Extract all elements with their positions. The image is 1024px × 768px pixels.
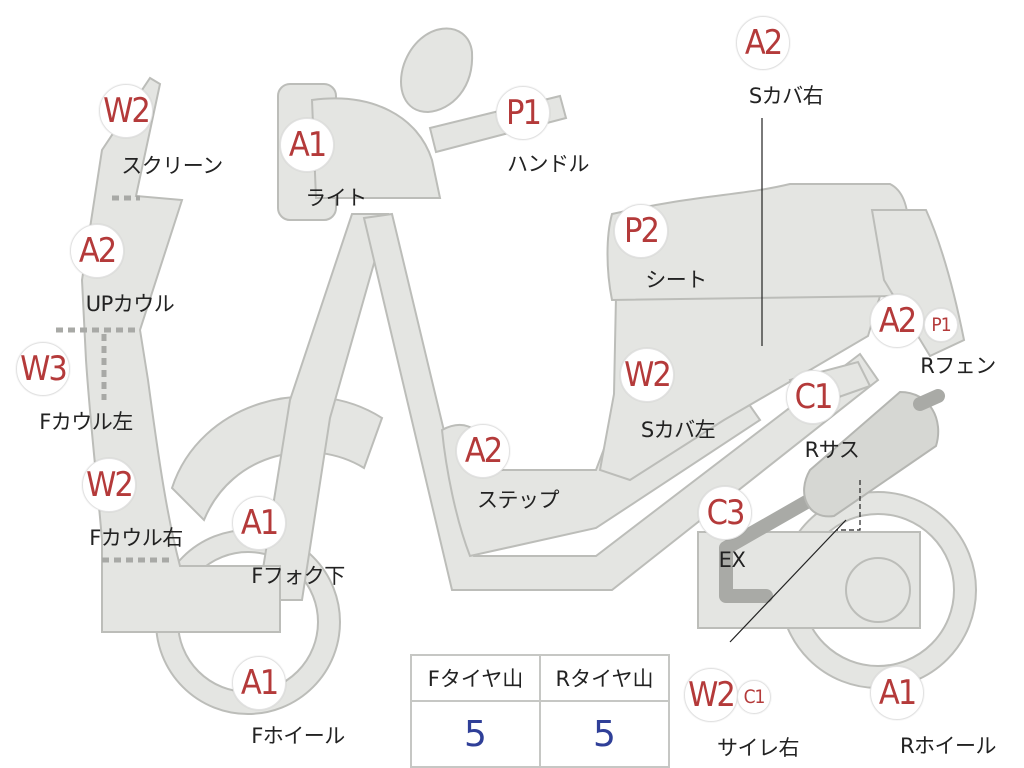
exhaust-grade-badge: C3 (698, 486, 752, 540)
r-fender-secondary-grade-badge: P1 (924, 308, 958, 342)
handle-cover-shape (310, 97, 442, 199)
r-fender-label: Rフェン (920, 354, 996, 378)
seat-label: シート (645, 268, 707, 292)
f-wheel-label: Fホイール (251, 724, 345, 748)
handle-label: ハンドル (507, 152, 590, 176)
s-cover-left-grade-badge: W2 (620, 348, 674, 402)
f-fork-lower-grade-badge: A1 (232, 496, 286, 550)
screen-grade-badge: W2 (99, 84, 153, 138)
seat-shape (606, 183, 910, 302)
silencer-right-grade-badge: W2 (684, 668, 738, 722)
silencer-shape (803, 390, 940, 518)
s-cover-right-label: Sカバ右 (748, 84, 824, 108)
silencer-right-label: サイレ右 (717, 736, 800, 760)
front-tire-header: Fタイヤ山 (410, 654, 541, 702)
frame-tube-shape (362, 212, 880, 591)
s-cover-left-label: Sカバ左 (640, 418, 716, 442)
f-fork-lower-label: Fフォク下 (251, 564, 345, 588)
up-cowl-label: UPカウル (85, 292, 175, 316)
f-cowl-left-label: Fカウル左 (39, 410, 133, 434)
r-suspension-label: Rサス (804, 438, 860, 462)
f-cowl-right-label: Fカウル右 (89, 526, 183, 550)
exhaust-label: EX (718, 548, 746, 572)
up-cowl-grade-badge: A2 (70, 224, 124, 278)
silencer-tip-shape (913, 389, 945, 411)
rear-tire-value: 5 (539, 700, 670, 768)
leader-silencer (729, 519, 847, 643)
f-cowl-right-grade-badge: W2 (82, 458, 136, 512)
screen-label: スクリーン (121, 154, 223, 178)
rear-hub-shape (845, 557, 911, 623)
f-wheel-grade-badge: A1 (232, 656, 286, 710)
silencer-right-secondary-grade-badge: C1 (737, 680, 771, 714)
r-wheel-label: Rホイール (899, 734, 997, 758)
mirror-shape (400, 27, 474, 114)
handle-grade-badge: P1 (496, 86, 550, 140)
tire-tread-table: Fタイヤ山 Rタイヤ山 5 5 (410, 654, 670, 768)
r-fender-grade-badge: A2 (870, 294, 924, 348)
rear-tire-header: Rタイヤ山 (539, 654, 670, 702)
f-cowl-left-grade-badge: W3 (16, 342, 70, 396)
step-label: ステップ (477, 488, 560, 512)
light-label: ライト (305, 186, 367, 210)
r-suspension-grade-badge: C1 (786, 370, 840, 424)
step-grade-badge: A2 (456, 424, 510, 478)
front-tire-value: 5 (410, 700, 541, 768)
leader-r-suspension (836, 480, 861, 531)
r-wheel-grade-badge: A1 (870, 666, 924, 720)
s-cover-right-grade-badge: A2 (736, 16, 790, 70)
seat-grade-badge: P2 (614, 204, 668, 258)
light-grade-badge: A1 (280, 118, 334, 172)
